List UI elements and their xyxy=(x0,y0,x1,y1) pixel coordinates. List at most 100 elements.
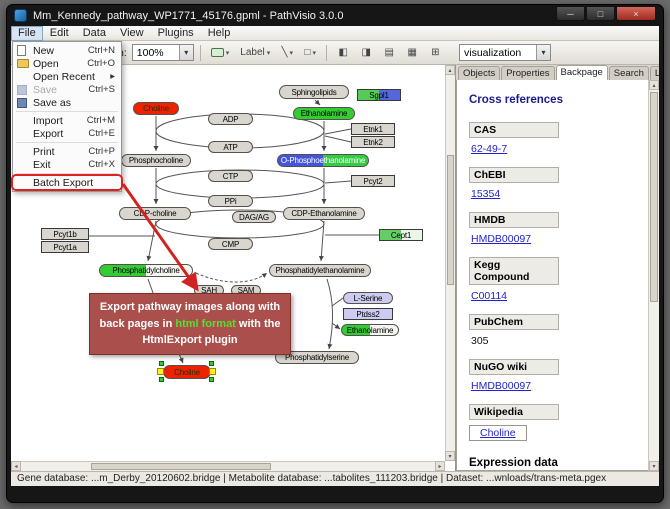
scrollbar-thumb[interactable] xyxy=(447,155,454,285)
scroll-up-icon[interactable]: ▴ xyxy=(445,65,455,75)
tab-properties[interactable]: Properties xyxy=(501,66,555,80)
close-button[interactable]: × xyxy=(616,6,656,21)
canvas-vertical-scrollbar[interactable]: ▴ ▾ xyxy=(445,65,455,461)
menu-edit[interactable]: Edit xyxy=(49,27,69,39)
scrollbar-thumb[interactable] xyxy=(650,92,658,302)
pathway-node-pcyt2[interactable]: Pcyt2 xyxy=(351,175,395,187)
pathway-node-cdp-choline[interactable]: CDP-choline xyxy=(119,207,191,220)
chevron-down-icon[interactable]: ▾ xyxy=(536,45,550,60)
pathway-node-atp[interactable]: ATP xyxy=(208,141,253,153)
tab-legend[interactable]: Legend xyxy=(649,66,659,80)
pathway-node-o-phosphoethanolamine[interactable]: O-Phosphoethanolamine xyxy=(277,154,369,167)
pathway-node-phosphatidylserine[interactable]: Phosphatidylserine xyxy=(275,351,359,364)
pathway-node-l-serine[interactable]: L-Serine xyxy=(343,292,393,304)
line-tool-button[interactable]: ╲▾ xyxy=(277,43,297,62)
stack-horizontal-button[interactable]: ▤ xyxy=(379,43,399,62)
menu-help[interactable]: Help xyxy=(207,27,231,39)
title-bar[interactable]: Mm_Kennedy_pathway_WP1771_45176.gpml - P… xyxy=(7,5,663,26)
maximize-button[interactable]: □ xyxy=(586,6,615,21)
xref-id-link[interactable]: 15354 xyxy=(471,188,501,200)
selection-handle[interactable] xyxy=(157,368,164,375)
tab-search[interactable]: Search xyxy=(608,66,649,80)
xref-id-link[interactable]: HMDB00097 xyxy=(471,233,532,245)
xref-id-link[interactable]: 62-49-7 xyxy=(471,143,508,155)
selection-handle[interactable] xyxy=(159,361,164,366)
scroll-down-icon[interactable]: ▾ xyxy=(649,461,659,471)
menu-view[interactable]: View xyxy=(119,27,144,39)
pathway-node-ethanolamine[interactable]: Ethanolamine xyxy=(293,107,355,120)
stack-vertical-button[interactable]: ▦ xyxy=(402,43,422,62)
shape-tool-button[interactable]: □▾ xyxy=(300,43,320,62)
pathway-node-ethanolamine[interactable]: Ethanolamine xyxy=(341,324,399,336)
menu-file[interactable]: File xyxy=(11,26,43,41)
selection-handle[interactable] xyxy=(159,377,164,382)
xref-id-link[interactable]: C00114 xyxy=(471,290,508,302)
pathway-node-phosphatidylethanolamine[interactable]: Phosphatidylethanolamine xyxy=(269,264,371,277)
pathway-node-ctp[interactable]: CTP xyxy=(208,170,253,182)
pathway-node-phosphatidylcholine[interactable]: Phosphatidylcholine xyxy=(99,264,193,277)
xref-db-name: PubChem xyxy=(469,314,559,330)
file-menu-item-save-as[interactable]: Save as xyxy=(13,96,121,109)
scroll-left-icon[interactable]: ◂ xyxy=(11,461,21,471)
pathway-node-dag-ag[interactable]: DAG/AG xyxy=(232,211,276,223)
tab-backpage[interactable]: Backpage xyxy=(555,65,608,80)
datanode-tool-button[interactable]: ▾ xyxy=(207,43,234,62)
pathway-node-cdp-ethanolamine[interactable]: CDP-Ethanolamine xyxy=(283,207,365,220)
zoom-value: 100% xyxy=(136,46,164,59)
align-vertical-button[interactable]: ◨ xyxy=(356,43,376,62)
pathway-node-cept1[interactable]: Cept1 xyxy=(379,229,423,241)
pathway-node-choline[interactable]: Choline xyxy=(163,365,211,379)
tab-objects[interactable]: Objects xyxy=(458,66,501,80)
visualization-combobox[interactable]: visualization ▾ xyxy=(459,44,551,61)
scrollbar-thumb[interactable] xyxy=(91,463,271,470)
chevron-down-icon: ▾ xyxy=(266,49,271,57)
xref-id-link[interactable]: Choline xyxy=(469,425,527,441)
common-size-button[interactable]: ⊞ xyxy=(425,43,445,62)
menu-plugins[interactable]: Plugins xyxy=(157,27,194,39)
pathway-node-choline[interactable]: Choline xyxy=(133,102,179,115)
scroll-down-icon[interactable]: ▾ xyxy=(445,451,455,461)
menu-data[interactable]: Data xyxy=(82,27,106,39)
pathway-node-sgpl1[interactable]: Sgpl1 xyxy=(357,89,401,101)
pathway-node-pcyt1a[interactable]: Pcyt1a xyxy=(41,241,89,253)
file-menu-item-open-recent[interactable]: Open Recent▸ xyxy=(13,70,121,83)
chevron-down-icon[interactable]: ▾ xyxy=(178,45,193,60)
annotation-callout: Export pathway images along with back pa… xyxy=(89,293,291,355)
scroll-right-icon[interactable]: ▸ xyxy=(435,461,445,471)
pathway-node-pcyt1b[interactable]: Pcyt1b xyxy=(41,228,89,240)
file-menu-item-batch-export[interactable]: Batch Export xyxy=(13,176,121,189)
pathway-node-adp[interactable]: ADP xyxy=(208,113,253,125)
zoom-combobox[interactable]: 100% ▾ xyxy=(131,44,194,61)
selection-handle[interactable] xyxy=(209,377,214,382)
status-bar: Gene database: ...m_Derby_20120602.bridg… xyxy=(11,471,659,486)
pathway-node-cmp[interactable]: CMP xyxy=(208,238,253,250)
align-horizontal-button[interactable]: ◧ xyxy=(333,43,353,62)
canvas-horizontal-scrollbar[interactable]: ◂ ▸ xyxy=(11,461,445,471)
pathway-node-sphingolipids[interactable]: Sphingolipids xyxy=(279,85,349,99)
pathway-node-etnk1[interactable]: Etnk1 xyxy=(351,123,395,135)
scroll-up-icon[interactable]: ▴ xyxy=(649,80,659,90)
pathway-node-phosphocholine[interactable]: Phosphocholine xyxy=(121,154,191,167)
close-icon: × xyxy=(633,8,639,19)
selection-handle[interactable] xyxy=(209,368,216,375)
minimize-button[interactable]: ─ xyxy=(556,6,585,21)
label-tool-button[interactable]: Label▾ xyxy=(236,43,274,62)
minimize-icon: ─ xyxy=(567,8,574,19)
pathway-node-ppi[interactable]: PPi xyxy=(208,195,253,207)
xref-id-link[interactable]: HMDB00097 xyxy=(471,380,532,392)
pathway-node-ptdss2[interactable]: Ptdss2 xyxy=(343,308,393,320)
selection-handle[interactable] xyxy=(209,361,214,366)
pathway-node-etnk2[interactable]: Etnk2 xyxy=(351,136,395,148)
menu-item-label: Save xyxy=(33,83,57,96)
panel-vertical-scrollbar[interactable]: ▴ ▾ xyxy=(648,80,659,471)
